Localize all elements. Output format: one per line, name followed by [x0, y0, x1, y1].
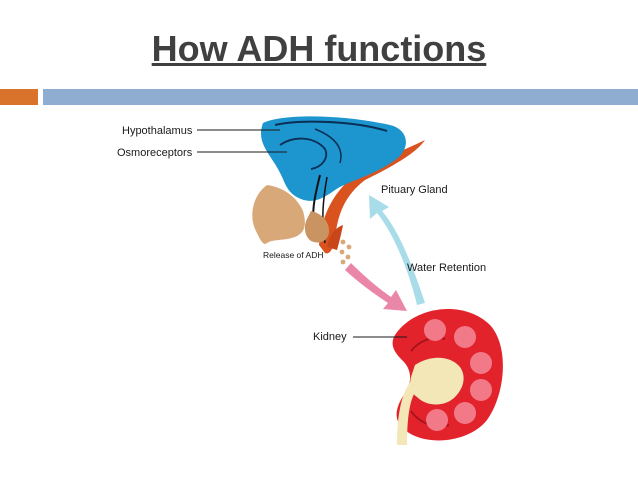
header-accent-bar — [0, 89, 38, 105]
label-water-retention: Water Retention — [407, 262, 486, 274]
blood-vessel-lower — [327, 225, 343, 250]
hypothalamus-shape — [261, 116, 406, 201]
label-pituitary-gland: Pituary Gland — [381, 184, 448, 196]
ureter — [397, 377, 419, 445]
adh-diagram: Hypothalamus Osmoreceptors Pituary Gland… — [115, 115, 510, 445]
kidney-calyces — [424, 319, 492, 431]
adh-dots — [339, 239, 352, 265]
release-arrow — [345, 263, 407, 311]
renal-pelvis — [410, 357, 464, 405]
header-bar — [43, 89, 638, 105]
pituitary-shape — [252, 185, 305, 244]
label-osmoreceptors: Osmoreceptors — [117, 147, 193, 159]
label-hypothalamus: Hypothalamus — [122, 125, 193, 137]
posterior-pituitary — [304, 211, 329, 243]
label-kidney: Kidney — [313, 331, 347, 343]
water-retention-arrow — [369, 195, 425, 305]
slide-title: How ADH functions — [151, 28, 487, 69]
label-release-of-adh: Release of ADH — [263, 250, 323, 260]
